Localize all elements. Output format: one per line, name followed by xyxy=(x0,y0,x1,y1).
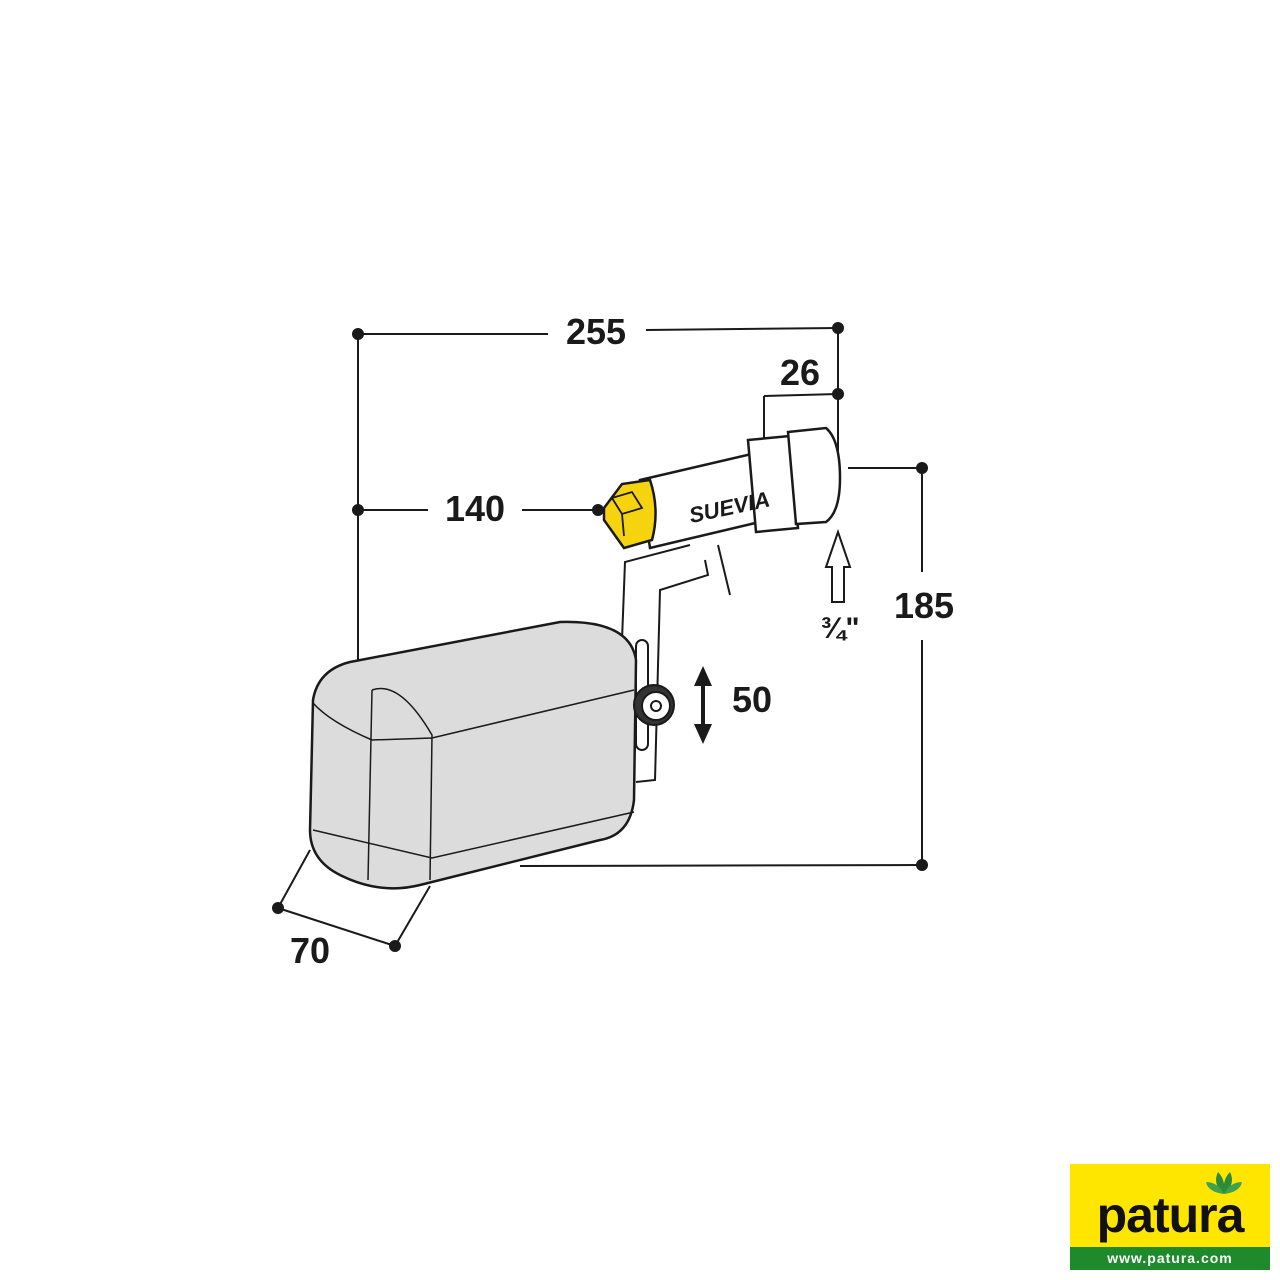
ext-line-70-left xyxy=(277,849,311,909)
dim-label-thread-length: 26 xyxy=(780,352,820,393)
float-body xyxy=(308,620,638,890)
dim-label-travel: 50 xyxy=(732,679,772,720)
logo-brand-text: patura xyxy=(1096,1187,1245,1243)
ext-line-185-bottom xyxy=(519,864,923,867)
dimension-dots xyxy=(272,322,928,952)
dim-label-height: 185 xyxy=(894,585,954,626)
adjuster-knob xyxy=(633,684,675,726)
dim-line-255-right xyxy=(645,327,839,331)
travel-arrow-icon xyxy=(694,666,712,744)
dim-label-length: 255 xyxy=(566,311,626,352)
dim-label-depth: 70 xyxy=(290,930,330,971)
dim-line-70 xyxy=(277,907,396,947)
dim-line-26 xyxy=(763,393,839,397)
ext-line-70-right xyxy=(394,885,431,947)
float-arm xyxy=(621,544,731,783)
dim-label-thread-size: ¾" xyxy=(820,612,859,645)
dim-label-offset: 140 xyxy=(445,488,505,529)
logo-url: www.patura.com xyxy=(1070,1247,1270,1270)
inlet-arrow-icon xyxy=(824,528,852,603)
leaf-icon xyxy=(1206,1172,1242,1194)
valve-body xyxy=(602,426,842,550)
patura-logo: patura www.patura.com xyxy=(1070,1164,1270,1270)
